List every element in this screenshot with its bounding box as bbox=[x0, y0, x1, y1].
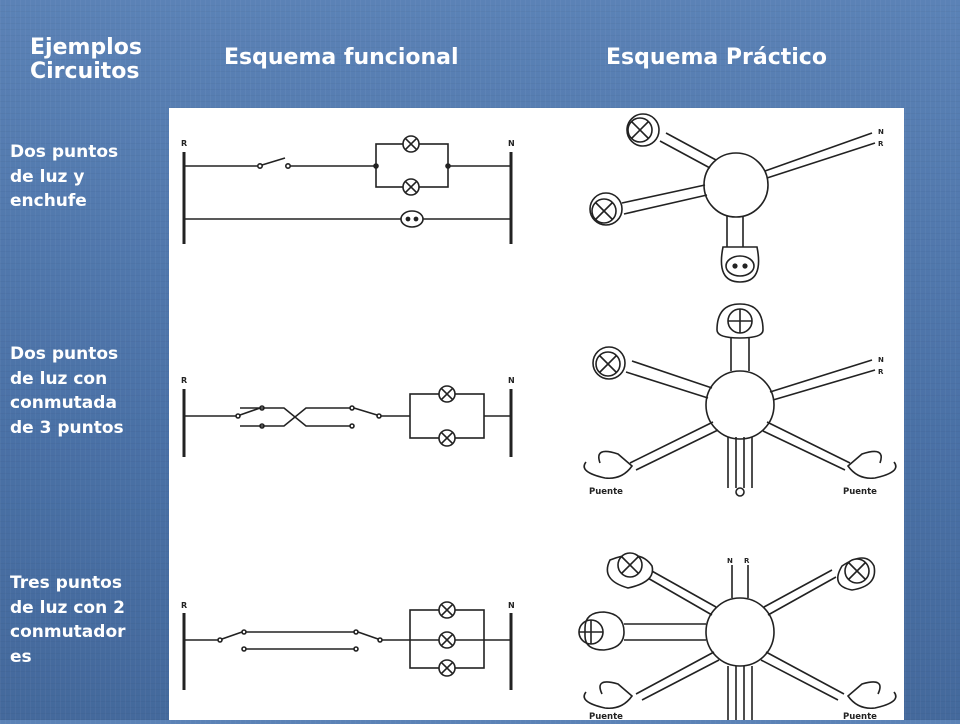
functional-scheme-heading: Esquema funcional bbox=[224, 45, 459, 70]
phase-wire-label: R bbox=[878, 140, 884, 148]
bridge-label-left: Puente bbox=[589, 712, 623, 720]
practical-scheme-row-2: N R Puente Puente bbox=[583, 303, 897, 497]
phase-wire-label: R bbox=[878, 368, 884, 376]
diagram-panel: R N N R R N bbox=[169, 108, 904, 722]
practical-scheme-heading: Esquema Práctico bbox=[606, 45, 827, 70]
row-label-3: Tres puntos de luz con 2 conmutador es bbox=[10, 573, 126, 667]
neutral-label: N bbox=[508, 601, 515, 610]
practical-scheme-row-3: N R Puente Puente bbox=[578, 552, 897, 722]
neutral-label: N bbox=[508, 376, 515, 385]
row-label-2: Dos puntos de luz con conmutada de 3 pun… bbox=[10, 344, 124, 438]
functional-scheme-row-1: R N bbox=[181, 135, 515, 244]
phase-label: R bbox=[181, 139, 187, 148]
phase-label: R bbox=[181, 601, 187, 610]
functional-scheme-row-2: R N bbox=[181, 376, 515, 457]
bridge-label-left: Puente bbox=[589, 487, 623, 497]
bridge-label-right: Puente bbox=[843, 487, 877, 497]
practical-scheme-row-1: N R bbox=[589, 113, 884, 283]
neutral-wire-label: N bbox=[878, 128, 884, 136]
phase-label: R bbox=[181, 376, 187, 385]
neutral-wire-label: N bbox=[878, 356, 884, 364]
row-label-1: Dos puntos de luz y enchufe bbox=[10, 142, 119, 212]
functional-scheme-row-3: R N bbox=[181, 601, 515, 690]
neutral-label: N bbox=[508, 139, 515, 148]
neutral-wire-label: N bbox=[727, 557, 733, 565]
examples-heading: Ejemplos Circuitos bbox=[30, 35, 142, 85]
phase-wire-label: R bbox=[744, 557, 750, 565]
bridge-label-right: Puente bbox=[843, 712, 877, 720]
circuit-diagrams: R N N R R N bbox=[181, 113, 897, 722]
